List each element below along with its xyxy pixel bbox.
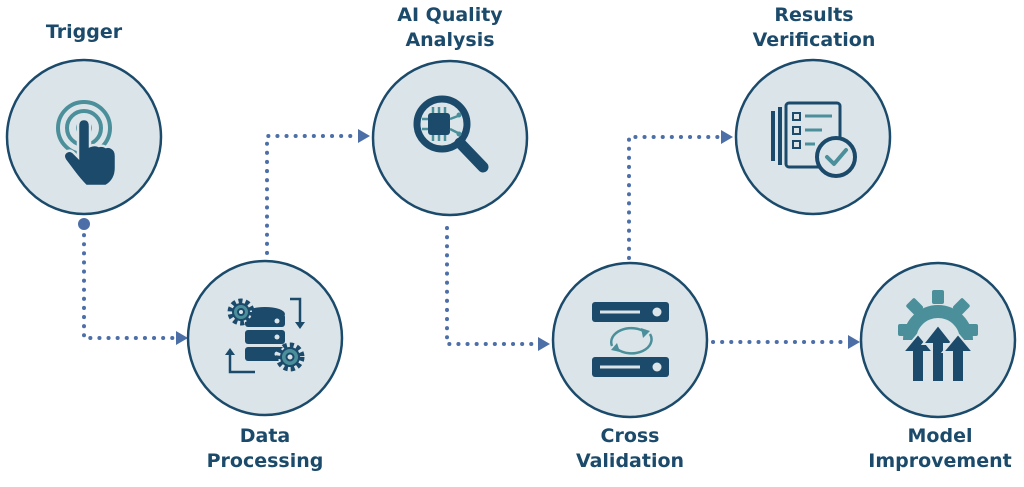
- arrowhead-results-verification: [721, 130, 733, 144]
- database-gears-icon: [225, 297, 305, 374]
- label-model-improvement: Model Improvement: [868, 425, 1012, 472]
- label-data-processing: Data Processing: [206, 425, 324, 472]
- arrowhead-cross-validation: [538, 337, 550, 351]
- label-trigger: Trigger: [45, 21, 123, 43]
- connector-cross-validation-to-results-verification: [627, 135, 723, 260]
- gear-up-arrows-icon: [898, 290, 978, 383]
- arrowhead-model-improvement: [848, 335, 860, 349]
- server-sync-icon: [592, 302, 669, 377]
- connector-arrowheads: [176, 129, 860, 351]
- label-ai-quality-analysis: AI Quality Analysis: [397, 4, 503, 51]
- connector-trigger-to-data-processing: [82, 224, 178, 340]
- checklist-verified-icon: [771, 101, 857, 178]
- label-cross-validation: Cross Validation: [575, 425, 685, 472]
- arrowhead-ai-quality-analysis: [358, 129, 370, 143]
- node-cross-validation: [551, 261, 709, 419]
- connector-ai-quality-analysis-to-cross-validation: [445, 226, 540, 346]
- touch-hand-icon: [56, 100, 118, 188]
- gear-icon: [275, 342, 305, 372]
- label-results-verification: Results Verification: [752, 4, 876, 51]
- gear-icon: [227, 298, 255, 326]
- connector-start-dot: [78, 218, 90, 230]
- connectors: [82, 134, 850, 346]
- arrowhead-data-processing: [176, 331, 188, 345]
- connector-data-processing-to-ai-quality-analysis: [265, 134, 360, 255]
- node-circles: [5, 58, 1017, 419]
- ai-chip-magnifier-icon: [413, 95, 489, 173]
